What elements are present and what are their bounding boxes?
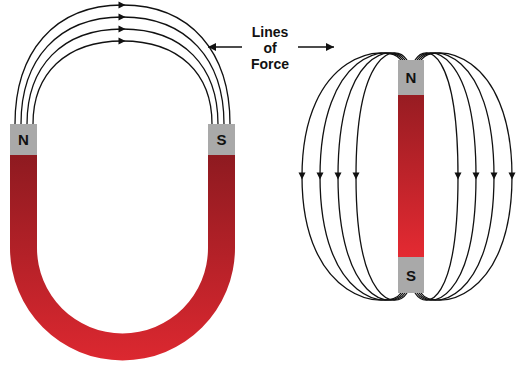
pole-letter: N (18, 132, 29, 147)
leader-line (298, 46, 334, 48)
field-line (21, 17, 224, 124)
pole-letter: S (406, 268, 416, 283)
field-line (320, 53, 403, 300)
field-line (421, 53, 512, 300)
leader-line (208, 46, 242, 48)
magnet-pole: N (10, 124, 37, 155)
magnet-pole: N (398, 60, 424, 95)
field-label: Lines of Force (245, 24, 295, 72)
horseshoe-magnet (10, 155, 235, 361)
pole-letter: S (216, 132, 226, 147)
pole-letter: N (406, 70, 417, 85)
field-line (33, 41, 212, 124)
magnet-pole: S (208, 124, 235, 155)
field-line (27, 29, 218, 124)
bar-magnet (398, 95, 424, 257)
magnet-pole: S (398, 257, 424, 293)
field-line (15, 5, 230, 124)
field-line (417, 53, 476, 300)
field-line (419, 53, 494, 300)
field-line (338, 53, 405, 300)
